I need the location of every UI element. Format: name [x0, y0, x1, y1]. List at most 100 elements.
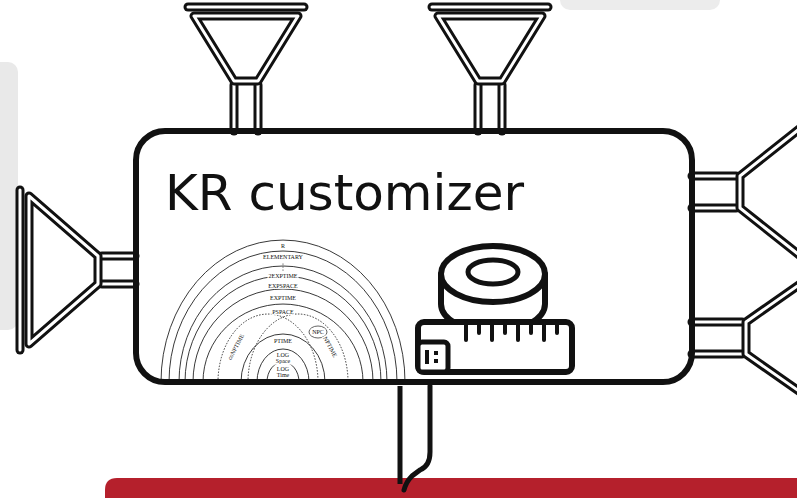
complexity-class-label: LOG Space	[274, 352, 292, 365]
funnel-cone-inner	[29, 196, 98, 344]
complexity-class-label: NPTIME	[322, 335, 339, 359]
funnel-cone-inner	[194, 16, 298, 81]
complexity-class-label: 2EXPTIME	[268, 273, 299, 279]
funnel-stem-inner	[257, 85, 260, 131]
complexity-arch	[267, 362, 299, 382]
funnel	[432, 7, 548, 131]
funnel-stem	[230, 85, 239, 131]
funnel-stem-inner	[233, 85, 236, 131]
complexity-class-label: ELEMENTARY	[262, 254, 304, 260]
tape-case-top	[441, 246, 545, 302]
complexity-class-label: coNPTIME	[226, 332, 246, 361]
tape-end-mark	[425, 350, 429, 364]
funnel-stem	[498, 85, 507, 131]
funnel-cone	[438, 16, 542, 81]
output-bar	[105, 478, 797, 498]
funnel-stem-inner	[477, 85, 480, 131]
funnel-stem-fill	[234, 81, 258, 131]
pipe-wall	[398, 386, 403, 484]
funnel-stem-inner	[692, 321, 742, 324]
funnel-cone	[29, 196, 98, 344]
funnel-stem-inner	[692, 207, 736, 210]
complexity-class-label: EXPTIME	[269, 295, 297, 301]
funnel-stem-fill	[98, 256, 135, 284]
complexity-arch	[248, 314, 348, 382]
funnel-cone-inner	[438, 16, 542, 81]
funnel-cone	[740, 126, 797, 258]
funnel-rim-inner	[188, 6, 304, 9]
complexity-class-label: R	[280, 243, 286, 249]
tape-end-mark	[434, 359, 438, 363]
complexity-arch	[169, 251, 397, 382]
pipe-wall	[404, 386, 430, 490]
funnel-stem	[692, 172, 736, 181]
complexity-class-label: PTIME	[273, 338, 293, 344]
funnel-stem	[254, 85, 263, 131]
ellipsis-dot	[282, 263, 283, 264]
funnel-stem-fill	[692, 322, 746, 354]
funnel-stem	[692, 350, 742, 359]
complexity-arch	[193, 289, 373, 382]
funnel-stem-inner	[102, 283, 135, 286]
tape-strip	[418, 322, 572, 372]
ellipsis-dot	[282, 266, 283, 267]
funnel-stem	[474, 85, 483, 131]
funnel-stem-inner	[501, 85, 504, 131]
funnel-cone	[746, 282, 797, 394]
tape-end-mark	[434, 351, 438, 355]
measuring-tape-icon	[418, 246, 572, 372]
ellipsis-dot	[282, 269, 283, 270]
complexity-arch	[203, 304, 363, 382]
machine-title: KR customizer	[165, 166, 524, 221]
tape-tick	[477, 322, 481, 333]
funnel-stem-inner	[692, 353, 742, 356]
funnel-stem-fill	[692, 176, 740, 208]
box-fill	[136, 131, 692, 382]
tape-tick	[503, 322, 507, 333]
funnel-rim-inner	[19, 190, 22, 350]
complexity-class-label: NPC	[311, 329, 325, 335]
funnel-stem-fill	[478, 81, 502, 131]
tape-tick	[516, 322, 520, 340]
complexity-class-label: EXPSPACE	[267, 283, 298, 289]
funnel-stem	[102, 280, 135, 289]
funnel-cone-inner	[740, 126, 797, 258]
tape-tick	[529, 322, 533, 333]
npc-ring	[309, 326, 327, 338]
tape-tick	[464, 322, 468, 340]
tape-case-hole	[468, 260, 518, 284]
machine-box: KR customizer	[133, 128, 695, 385]
funnel-stem	[692, 204, 736, 213]
funnel-rim-inner	[432, 6, 548, 9]
funnel-stem-inner	[692, 175, 736, 178]
complexity-arch	[179, 266, 387, 382]
funnel	[692, 276, 797, 400]
complexity-arch	[185, 276, 381, 382]
funnel-rim	[188, 3, 304, 12]
complexity-class-label: LOG Time	[274, 366, 292, 379]
tape-tick	[555, 322, 559, 333]
funnel	[188, 7, 304, 131]
edge-panel	[0, 62, 18, 330]
funnel-cone-inner	[746, 282, 797, 394]
complexity-arch	[161, 240, 405, 382]
edge-panel	[560, 0, 720, 10]
complexity-class-label: PSPACE	[271, 309, 294, 315]
complexity-arch	[257, 349, 309, 382]
tape-end-tab	[418, 342, 448, 372]
funnel	[20, 190, 135, 350]
funnel-rim	[432, 3, 548, 12]
funnel-stem	[692, 318, 742, 327]
funnel-rim	[16, 190, 25, 350]
funnel-cone	[194, 16, 298, 81]
funnel-stem-inner	[102, 255, 135, 258]
complexity-arch	[241, 334, 325, 382]
tape-tick	[542, 322, 546, 340]
funnel-stem	[102, 252, 135, 261]
funnel	[692, 120, 797, 264]
output-pipe	[400, 386, 430, 490]
